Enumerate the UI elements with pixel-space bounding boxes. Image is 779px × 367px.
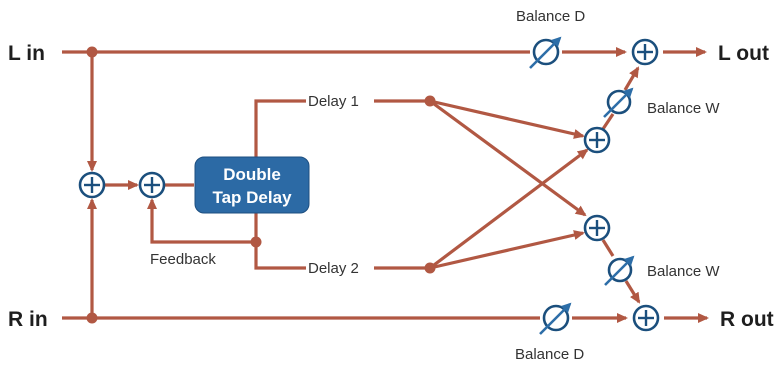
junction-dot <box>86 312 98 324</box>
wire-balance-w-to-l-out-sum <box>623 66 640 91</box>
wire-delay1-to-upper-sum <box>429 99 585 139</box>
delay1-label: Delay 1 <box>308 93 359 110</box>
balance-w-knob-upper <box>603 87 634 118</box>
wire-upper-sum-to-balance-w <box>601 113 615 130</box>
balance-knobs <box>529 36 635 335</box>
block-title-line1: Double <box>223 165 281 184</box>
wire-delay1-to-lower-sum <box>429 99 587 217</box>
wire-feedback-loop <box>147 198 256 244</box>
r-in-label: R in <box>8 308 48 331</box>
wire-delay2-to-lower-sum <box>429 230 585 270</box>
balance-d-label-top: Balance D <box>516 8 585 25</box>
wire-lower-sum-to-balance-w <box>601 239 615 257</box>
signal-wires <box>62 47 709 323</box>
block-title-line2: Tap Delay <box>212 188 292 207</box>
sum-node-r-out <box>632 304 660 332</box>
sum-node-feedback <box>138 171 166 199</box>
sum-node-input <box>78 171 106 199</box>
balance-d-knob-top <box>529 36 562 69</box>
junction-dot <box>250 236 262 248</box>
junction-dot <box>424 95 436 107</box>
balance-d-knob-bottom <box>539 302 572 335</box>
wire-balance-w-to-r-out-sum <box>624 280 641 304</box>
sum-node-l-out <box>631 38 659 66</box>
l-out-label: L out <box>718 42 769 65</box>
junction-dot <box>424 262 436 274</box>
l-in-label: L in <box>8 42 45 65</box>
balance-w-label-upper: Balance W <box>647 100 720 117</box>
balance-w-knob-lower <box>604 255 635 286</box>
sum-node-wet-lower <box>583 214 611 242</box>
balance-w-label-lower: Balance W <box>647 263 720 280</box>
balance-d-label-bottom: Balance D <box>515 346 584 363</box>
double-tap-delay-block: Double Tap Delay <box>194 156 310 214</box>
delay2-label: Delay 2 <box>308 260 359 277</box>
wire-block-to-delay2 <box>254 210 306 270</box>
junction-dots <box>86 46 436 324</box>
junction-dot <box>86 46 98 58</box>
wire-block-to-delay1 <box>254 99 306 160</box>
feedback-label: Feedback <box>150 251 216 268</box>
wire-delay2-to-upper-sum <box>429 148 589 270</box>
summing-nodes <box>78 38 660 332</box>
r-out-label: R out <box>720 308 774 331</box>
sum-node-wet-upper <box>583 126 611 154</box>
